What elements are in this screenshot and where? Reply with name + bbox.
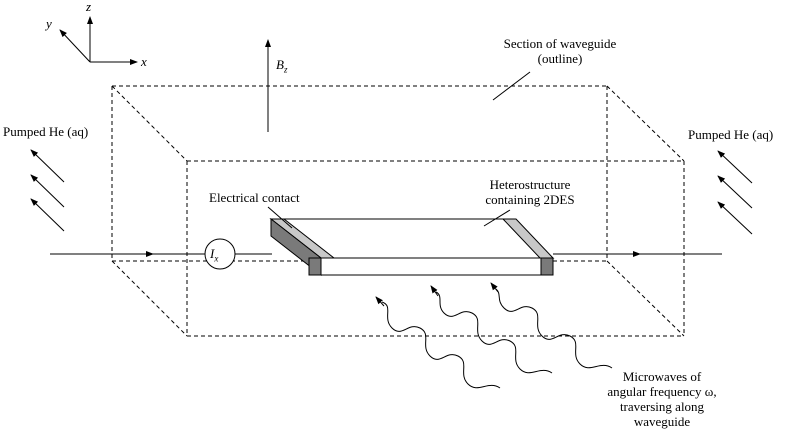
left-contact-front <box>308 257 322 276</box>
heterostructure-label: Heterostructure containing 2DES <box>485 177 575 207</box>
microwaves <box>375 282 613 389</box>
section-leader-line <box>492 71 531 101</box>
hetero-leader-line <box>483 209 511 227</box>
waveguide-outline <box>111 85 685 337</box>
pumped-arrows-left <box>30 149 65 232</box>
electrical-contact-label: Electrical contact <box>209 190 300 205</box>
sample-front-face <box>320 257 554 276</box>
x-axis-label: x <box>141 54 147 69</box>
pumped-he-left-label: Pumped He (aq) <box>3 124 89 139</box>
current-label: Ix <box>210 246 219 264</box>
pumped-arrows-right <box>717 150 753 235</box>
microwaves-label: Microwaves of angular frequency ω, trave… <box>607 369 717 429</box>
heterostructure-sample <box>269 217 555 277</box>
section-label: Section of waveguide (outline) <box>503 36 617 66</box>
field-label: Bz <box>276 57 288 75</box>
pumped-he-right-label: Pumped He (aq) <box>688 127 774 142</box>
contact-leader-line <box>267 206 293 229</box>
coordinate-axes <box>59 16 138 65</box>
y-axis <box>59 29 91 63</box>
ammeter-circle <box>204 238 236 270</box>
y-axis-label: y <box>46 16 52 31</box>
z-axis-label: z <box>86 0 92 14</box>
right-contact-front <box>540 257 554 276</box>
